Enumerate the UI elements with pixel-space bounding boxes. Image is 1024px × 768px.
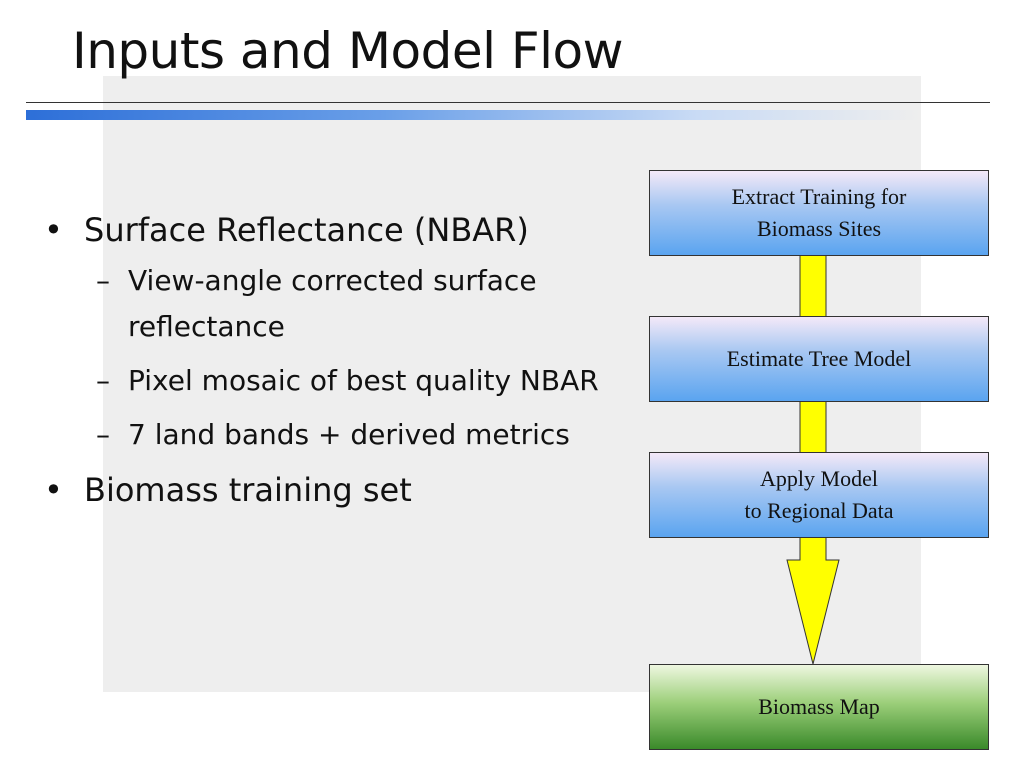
bullet-dot-icon: • — [44, 211, 63, 249]
bullet-dot-icon: • — [44, 471, 63, 509]
sub-bullet-item: – Pixel mosaic of best quality NBAR — [40, 358, 620, 404]
dash-icon: – — [96, 264, 110, 297]
bullet-text: Biomass training set — [84, 471, 412, 509]
flow-box-line1: Estimate Tree Model — [726, 346, 912, 371]
flow-box-apply-model: Apply Model to Regional Data — [649, 452, 989, 538]
flow-box-line2: to Regional Data — [744, 498, 894, 523]
sub-bullet-text: View-angle corrected surface reflectance — [128, 264, 537, 343]
sub-bullet-text: Pixel mosaic of best quality NBAR — [128, 364, 599, 397]
flow-box-estimate-model: Estimate Tree Model — [649, 316, 989, 402]
bullet-item: • Biomass training set — [40, 470, 620, 510]
sub-bullet-item: – 7 land bands + derived metrics — [40, 412, 620, 458]
bullet-item: • Surface Reflectance (NBAR) — [40, 210, 620, 250]
slide-title: Inputs and Model Flow — [72, 22, 624, 80]
title-accent-bar — [26, 110, 921, 120]
bullet-list: • Surface Reflectance (NBAR) – View-angl… — [40, 210, 620, 518]
sub-bullet-text: 7 land bands + derived metrics — [128, 418, 570, 451]
sub-bullet-item: – View-angle corrected surface reflectan… — [40, 258, 620, 350]
dash-icon: – — [96, 418, 110, 451]
flow-box-line1: Extract Training for — [731, 184, 907, 209]
title-divider — [26, 102, 990, 103]
flow-box-line1: Biomass Map — [758, 694, 880, 719]
connector-2-3 — [799, 399, 827, 455]
dash-icon: – — [96, 364, 110, 397]
flow-box-extract-training: Extract Training for Biomass Sites — [649, 170, 989, 256]
flow-box-line1: Apply Model — [760, 466, 878, 491]
flow-box-biomass-map: Biomass Map — [649, 664, 989, 750]
arrow-down-icon — [786, 536, 840, 665]
flow-box-line2: Biomass Sites — [756, 216, 882, 241]
bullet-text: Surface Reflectance (NBAR) — [84, 211, 529, 249]
connector-1-2 — [799, 254, 827, 318]
